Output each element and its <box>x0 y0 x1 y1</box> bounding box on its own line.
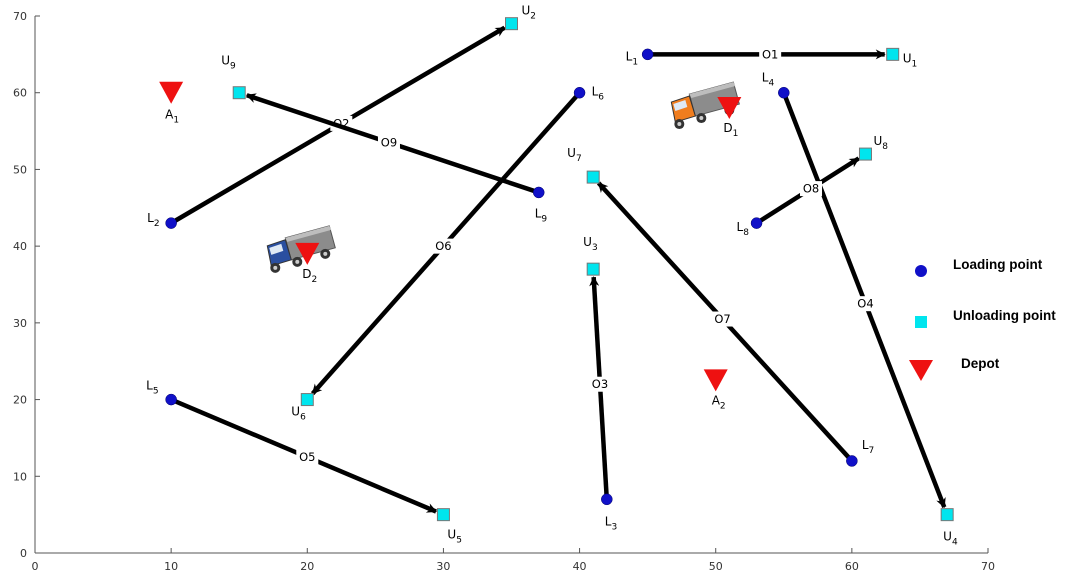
route-label-o7: O7 <box>714 312 730 326</box>
depot-a2 <box>703 369 728 392</box>
label-l8: L8 <box>737 220 750 238</box>
y-tick-label: 50 <box>13 163 27 176</box>
unloading-point-u3 <box>586 262 600 276</box>
label-u7: U7 <box>567 146 582 164</box>
label-l7: L7 <box>862 438 874 456</box>
route-label-bg <box>377 135 400 151</box>
label-l1: L1 <box>626 49 638 67</box>
x-tick-label: 60 <box>845 560 859 573</box>
label-u2: U2 <box>522 4 537 22</box>
legend-loading-marker <box>915 265 927 277</box>
route-label-bg <box>854 296 877 312</box>
unloading-point-u7 <box>586 170 600 184</box>
label-l9: L9 <box>535 206 548 224</box>
loading-point-l1 <box>641 48 654 61</box>
loading-point-l6 <box>573 86 586 99</box>
route-label-bg <box>296 449 319 465</box>
loading-point-l2 <box>165 217 177 229</box>
y-tick-label: 40 <box>13 240 27 253</box>
route-label-o6: O6 <box>435 239 451 253</box>
label-u9: U9 <box>221 54 236 72</box>
loading-point-l8 <box>750 217 763 229</box>
truck-icon <box>670 81 740 130</box>
x-tick-label: 70 <box>981 560 995 573</box>
axes: 0 10 20 30 40 50 60 70 0 10 20 30 40 50 60 70 <box>13 10 995 573</box>
label-l2: L2 <box>147 211 159 229</box>
legend-label-2: Depot <box>961 356 1000 371</box>
depot-d2 <box>295 242 320 265</box>
label-u5: U5 <box>447 528 462 546</box>
depot-a1 <box>159 81 184 104</box>
unloading-point-u9 <box>232 86 246 100</box>
loading-point-l5 <box>165 393 177 406</box>
label-u3: U3 <box>583 235 598 253</box>
unloading-point-u5 <box>436 508 450 522</box>
y-tick-label: 10 <box>13 470 27 483</box>
x-tick-label: 50 <box>709 560 723 573</box>
legend-label-0: Loading point <box>953 257 1043 272</box>
label-u4: U4 <box>943 530 958 548</box>
loading-point-l3 <box>601 493 613 506</box>
y-tick-label: 0 <box>20 547 27 560</box>
unloading-point-u2 <box>505 17 518 31</box>
label-u6: U6 <box>291 405 306 423</box>
route-label-o3: O3 <box>592 377 608 391</box>
route-label-bg <box>711 311 734 327</box>
y-tick-label: 30 <box>13 317 27 330</box>
loading-point-l9 <box>532 186 545 199</box>
unloading-point-u6 <box>300 393 314 407</box>
y-tick-label: 60 <box>13 87 27 100</box>
label-a1: A1 <box>165 108 179 126</box>
label-l3: L3 <box>605 514 617 532</box>
route-label-o5: O5 <box>299 450 315 464</box>
label-u1: U1 <box>903 51 918 69</box>
route-label-bg <box>759 46 782 62</box>
x-tick-label: 10 <box>164 560 178 573</box>
x-tick-label: 20 <box>300 560 314 573</box>
label-l6: L6 <box>592 85 605 103</box>
label-l4: L4 <box>762 71 775 89</box>
x-tick-label: 30 <box>436 560 450 573</box>
route-label-bg <box>800 181 823 197</box>
y-tick-label: 70 <box>13 10 27 23</box>
unloading-point-u8 <box>858 147 872 161</box>
route-label-bg <box>432 238 455 254</box>
points <box>159 17 954 522</box>
unloading-point-u1 <box>886 47 900 61</box>
depot-d1 <box>717 97 742 120</box>
route-label-o9: O9 <box>381 136 397 150</box>
x-tick-label: 0 <box>32 560 39 573</box>
y-tick-label: 20 <box>13 394 27 407</box>
unloading-point-u4 <box>940 508 954 522</box>
legend-unloading-marker <box>915 316 927 328</box>
x-tick-label: 40 <box>573 560 587 573</box>
label-l5: L5 <box>146 379 158 397</box>
loading-point-l4 <box>778 86 790 99</box>
route-label-bg <box>588 376 611 392</box>
route-label-o4: O4 <box>857 297 873 311</box>
label-u8: U8 <box>873 134 888 152</box>
route-label-o8: O8 <box>803 182 819 196</box>
route-label-o1: O1 <box>762 47 778 61</box>
label-d1: D1 <box>723 121 738 139</box>
loading-point-l7 <box>846 455 858 467</box>
label-d2: D2 <box>302 267 317 285</box>
legend-depot-marker <box>909 360 933 381</box>
label-a2: A2 <box>712 393 726 411</box>
legend-label-1: Unloading point <box>953 308 1056 323</box>
